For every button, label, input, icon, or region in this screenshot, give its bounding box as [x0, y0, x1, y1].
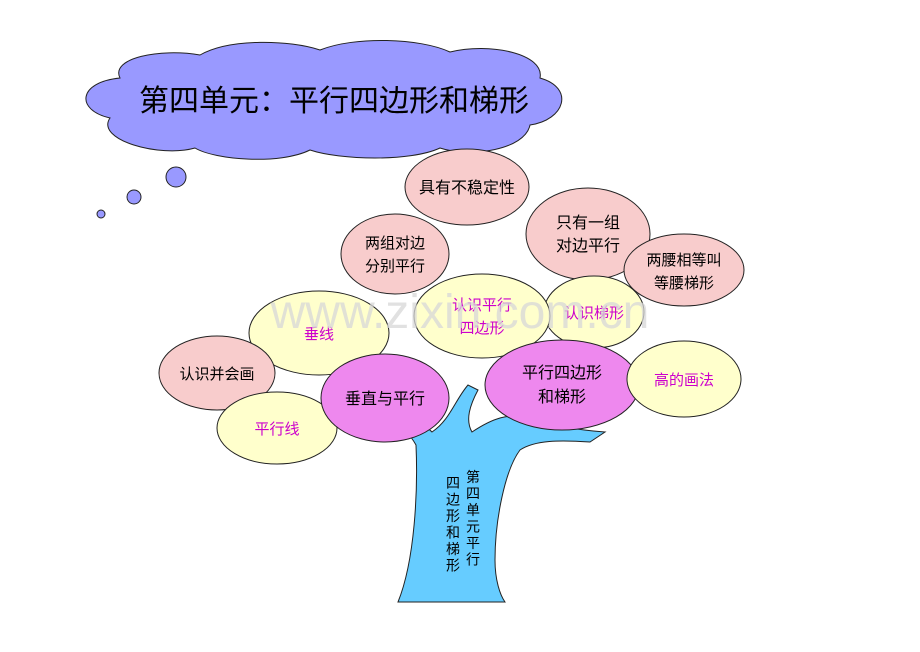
node-perpendicular-line-label: 垂线: [304, 325, 334, 343]
node-one-pair-line2: 对边平行: [556, 236, 620, 255]
node-parallelogram-trapezoid-line1: 平行四边形: [522, 363, 602, 382]
node-parallel-lines: 平行线: [216, 391, 338, 465]
trunk-label-col-right: 第四单元平行: [466, 469, 480, 569]
node-two-pairs-line1: 两组对边: [365, 234, 425, 252]
node-perpendicular-line: 垂线: [248, 290, 390, 376]
node-know-parallelogram-line2: 四边形: [459, 319, 504, 337]
watermark: www.zixin.com.cn: [270, 286, 650, 339]
node-know-trapezoid-label: 认识梯形: [564, 304, 624, 322]
node-parallelogram-trapezoid-line2: 和梯形: [538, 387, 586, 406]
diagram-title: 第四单元：平行四边形和梯形: [139, 84, 529, 119]
cloud-bubble-medium: [126, 189, 142, 205]
node-two-pairs-line2: 分别平行: [365, 257, 425, 275]
node-know-parallelogram-line1: 认识平行: [452, 296, 512, 314]
node-one-pair-line1: 只有一组: [556, 213, 620, 232]
node-recognize-draw-label: 认识并会画: [179, 365, 254, 383]
node-height-drawing-label: 高的画法: [654, 371, 714, 389]
node-know-parallelogram: 认识平行 四边形: [413, 273, 551, 359]
node-two-pairs: 两组对边 分别平行: [340, 213, 450, 295]
node-recognize-draw: 认识并会画: [158, 335, 276, 411]
node-stable-label: 具有不稳定性: [419, 178, 515, 197]
node-isosceles-line2: 等腰梯形: [654, 274, 714, 292]
trunk-label-column-1: 第四单元平行: [466, 469, 480, 569]
cloud-bubble-small: [96, 209, 106, 219]
node-isosceles: 两腰相等叫 等腰梯形: [623, 233, 745, 307]
node-height-drawing: 高的画法: [626, 340, 742, 418]
title-cloud: [85, 40, 563, 219]
node-isosceles-line1: 两腰相等叫: [646, 251, 721, 269]
node-perpendicular-parallel-label: 垂直与平行: [345, 389, 425, 408]
node-perpendicular-parallel: 垂直与平行: [320, 353, 450, 443]
node-one-pair: 只有一组 对边平行: [525, 187, 651, 281]
node-parallelogram-trapezoid: 平行四边形 和梯形: [484, 339, 640, 431]
node-stable: 具有不稳定性: [404, 148, 530, 226]
node-parallel-lines-label: 平行线: [254, 420, 299, 438]
trunk-label-col-left: 四边形和梯形: [446, 476, 460, 575]
node-know-trapezoid: 认识梯形: [543, 275, 645, 349]
trunk-label-column-2: 四边形和梯形: [446, 476, 460, 575]
cloud-bubble-large: [165, 166, 187, 188]
